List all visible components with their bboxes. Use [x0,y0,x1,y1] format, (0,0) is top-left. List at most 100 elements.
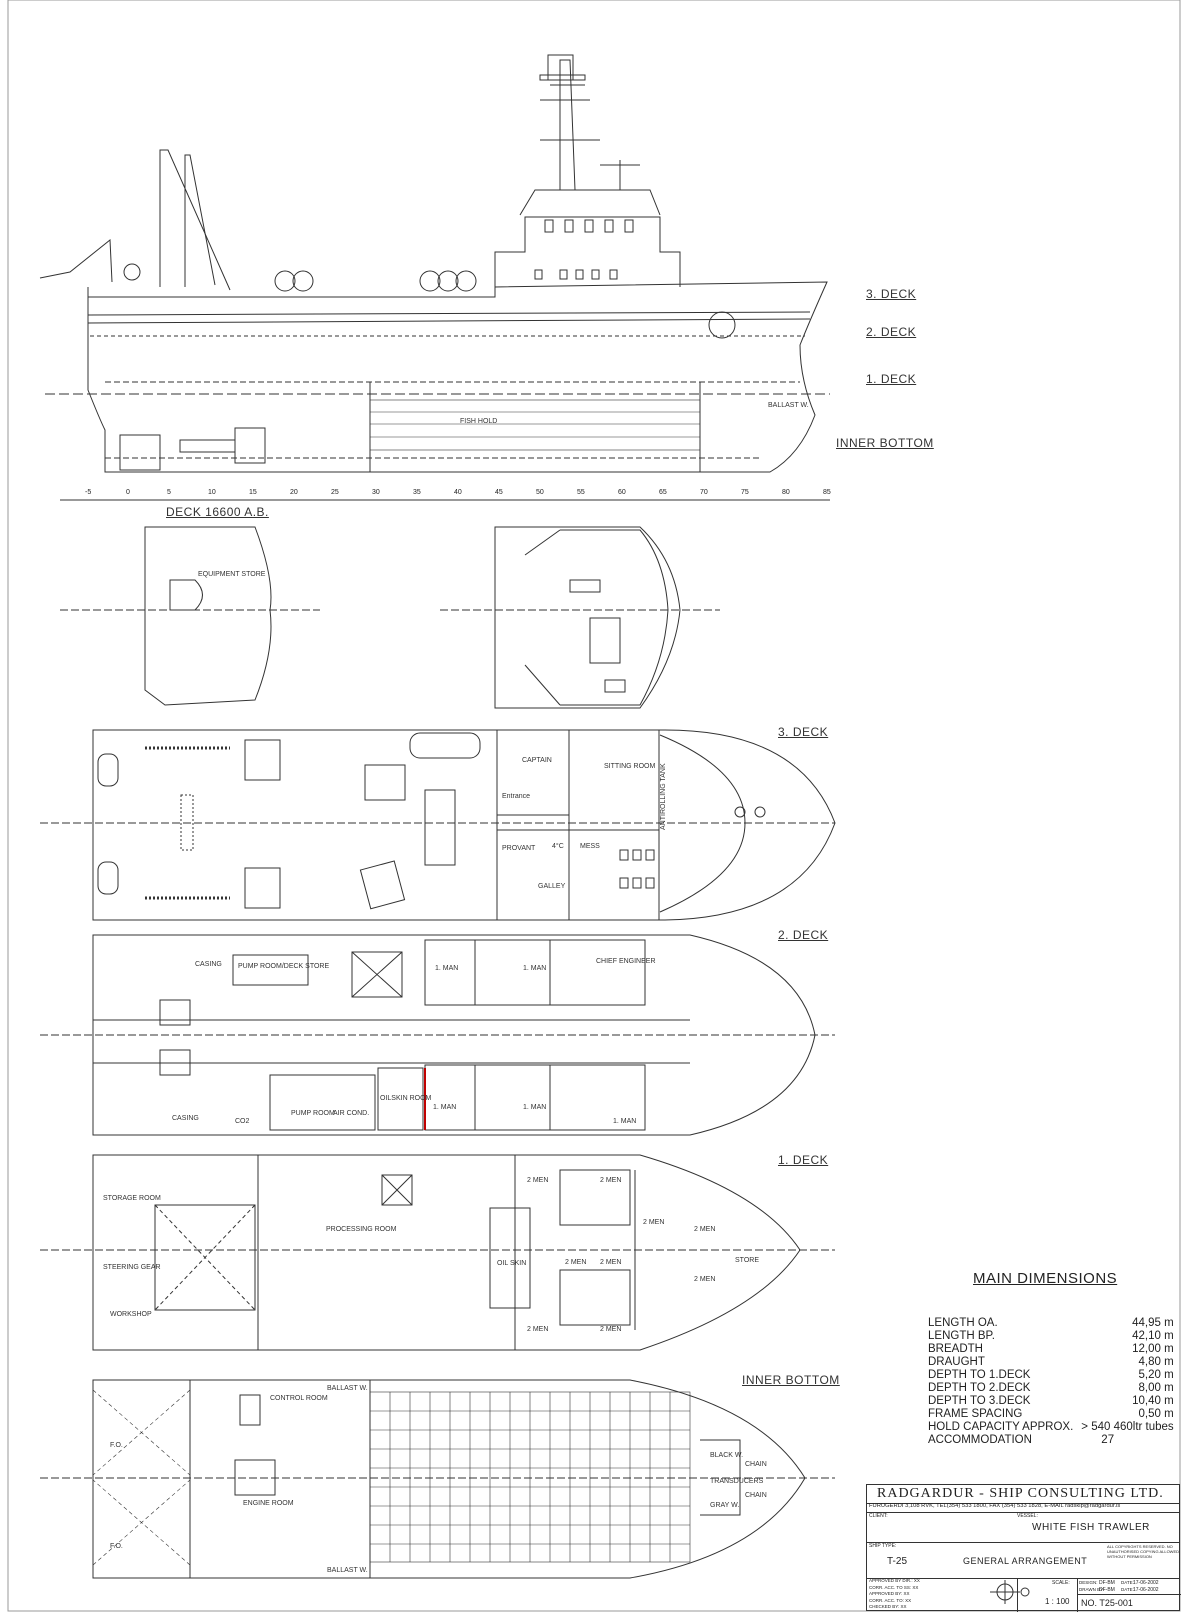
dimension-value: 10,40 m [1132,1395,1174,1407]
room-label-antirolling: ANTIROLLING TANK [660,763,667,830]
room-label-ballast-a: BALLAST W. [327,1385,368,1392]
room-label-hold: FISH HOLD [460,418,498,425]
scale-value: 1 : 100 [1045,1597,1070,1606]
room-label-pump-room: PUMP ROOM [291,1110,335,1117]
dimension-value: 4,80 m [1138,1356,1174,1368]
frame-tick: 30 [372,489,380,496]
room-label-provant: PROVANT [502,845,536,852]
sheet-border [7,0,1181,1612]
frame-tick: 10 [208,489,216,496]
frame-tick: 40 [454,489,462,496]
room-label-2men-a: 2 MEN [527,1177,549,1184]
deck3-plan [40,729,836,921]
dimension-value: 44,95 m [1132,1317,1174,1329]
date-label-2: DATE: [1121,1587,1134,1592]
room-label-2men-c: 2 MEN [643,1219,665,1226]
room-label-black-w: BLACK W. [710,1452,744,1459]
room-label-1man-c: 1. MAN [433,1104,457,1111]
copyright-note: ALL COPYRIGHTS RESERVED. NO UNAUTHORISED… [1107,1544,1180,1559]
company-address: FURUGERDI 3,108 RVK, TEL(354) 533 1800, … [869,1503,1121,1509]
room-label-fo-a: F.O. [110,1442,123,1449]
frame-tick: 5 [167,489,171,496]
room-label-ballast-profile: BALLAST W. [768,402,809,409]
room-label-2men-h: 2 MEN [527,1326,549,1333]
deck2-profile-label: 2. DECK [866,325,917,339]
room-label-4c: 4°C [552,843,564,850]
dimension-label: DRAUGHT [928,1356,985,1368]
room-label-1man-b: 1. MAN [523,965,547,972]
ship-type: T-25 [887,1556,908,1567]
approval-line: CHECKED BY: XX [869,1604,907,1609]
room-label-oil-skin: OIL SKIN [497,1260,527,1267]
deck1-plan [40,1154,835,1351]
profile-view [39,54,830,501]
dimension-row: BREADTH 12,00 m [928,1343,1174,1356]
room-label-chain-a: CHAIN [745,1461,767,1468]
dimension-row: DRAUGHT 4,80 m [928,1356,1174,1369]
main-dimensions-table: LENGTH OA. 44,95 m LENGTH BP. 42,10 m BREA… [928,1317,1174,1447]
projection-symbol [990,1580,1030,1604]
room-label-2men-f: 2 MEN [600,1259,622,1266]
room-label-2men-d: 2 MEN [694,1226,716,1233]
room-label-chief-engineer: CHIEF ENGINEER [596,958,656,965]
date-1: 17-06-2002 [1133,1580,1159,1586]
frame-tick: 80 [782,489,790,496]
frame-tick: 35 [413,489,421,496]
room-label-processing-room: PROCESSING ROOM [326,1226,397,1233]
room-label-galley: GALLEY [538,883,566,890]
room-label-ballast-b: BALLAST W. [327,1567,368,1574]
approval-line: APPROVED BY DIR.: XX [869,1578,920,1583]
room-label-1man-d: 1. MAN [523,1104,547,1111]
room-label-steering-gear: STEERING GEAR [103,1264,161,1271]
title-block-divider-h [1077,1594,1181,1595]
title-company-row: RADGARDUR - SHIP CONSULTING LTD. [867,1485,1179,1504]
room-label-fo-b: F.O. [110,1543,123,1550]
room-label-2men-i: 2 MEN [600,1326,622,1333]
room-label-equipment-store: EQUIPMENT STORE [198,571,266,578]
title-block-divider-v [1017,1578,1018,1612]
date-label-1: DATE: [1121,1580,1134,1585]
vessel-name: WHITE FISH TRAWLER [1032,1522,1150,1533]
deck2-plan [40,934,835,1136]
client-label: CLIENT: [869,1513,888,1519]
room-label-2men-b: 2 MEN [600,1177,622,1184]
title-block: RADGARDUR - SHIP CONSULTING LTD. FURUGER… [866,1484,1181,1612]
dimension-label: HOLD CAPACITY APPROX. [928,1421,1074,1433]
approval-line: CORR. ACC. TO SS: XX [869,1584,919,1590]
dimension-row: ACCOMMODATION 27 [928,1434,1174,1447]
dimension-value: 12,00 m [1132,1343,1174,1355]
room-label-control-room: CONTROL ROOM [270,1395,328,1402]
dimension-row: LENGTH OA. 44,95 m [928,1317,1174,1330]
dimension-label: LENGTH BP. [928,1330,995,1342]
room-label-sitting-room: SITTING ROOM [604,763,656,770]
frame-tick: 0 [126,489,130,496]
hold-tube-grid [369,1391,691,1563]
wheelhouse-plan [440,526,720,709]
frame-tick: 55 [577,489,585,496]
dimension-label: LENGTH OA. [928,1317,998,1329]
dimension-value: 42,10 m [1132,1330,1174,1342]
dimension-label: BREADTH [928,1343,983,1355]
dimension-value: 0,50 m [1138,1408,1174,1420]
dimension-row: LENGTH BP. 42,10 m [928,1330,1174,1343]
room-label-store: STORE [735,1257,759,1264]
scale-label: SCALE: [1052,1580,1070,1586]
title-type-row: SHIP TYPE: T-25 GENERAL ARRANGEMENT ALL … [867,1542,1179,1579]
approval-line: APPROVED BY: XX [869,1591,910,1596]
deck-ab-plan [60,526,320,706]
room-label-1man-e: 1. MAN [613,1118,637,1125]
room-label-casing-top: CASING [195,961,222,968]
room-label-storage-room: STORAGE ROOM [103,1195,161,1202]
title-approval-block: APPROVED BY DIR.: XX CORR. ACC. TO SS: X… [867,1578,1019,1612]
dimension-value: 27 [1101,1434,1115,1446]
main-dimensions-title: MAIN DIMENSIONS [973,1270,1118,1287]
room-label-1man-a: 1. MAN [435,965,459,972]
deck-ab-label: DECK 16600 A.B. [166,505,269,519]
drawn-label: DRAWN BY: [1079,1587,1105,1592]
title-client-row: CLIENT: VESSEL: WHITE FISH TRAWLER [867,1512,1179,1543]
dimension-label: ACCOMMODATION [928,1434,1032,1446]
room-label-workshop: WORKSHOP [110,1311,152,1318]
